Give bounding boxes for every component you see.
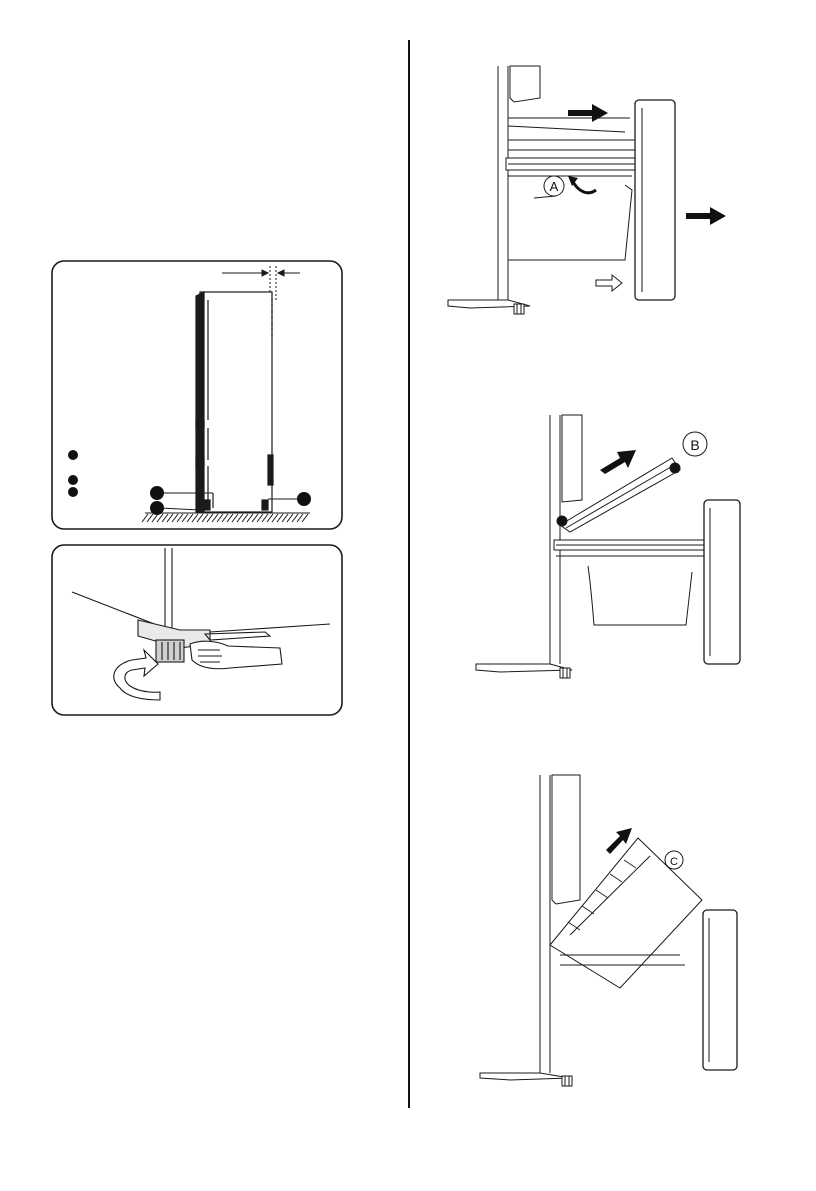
legend-dot-3 (68, 487, 78, 497)
legend-dot-2 (68, 475, 78, 485)
svg-text:C: C (670, 856, 678, 868)
callout-dot-floor (150, 501, 164, 515)
callout-c: C (665, 851, 683, 869)
arrow-up-right-icon (600, 450, 636, 474)
legend-dot-1 (68, 450, 78, 460)
right-column-figures: A B (410, 0, 816, 1191)
svg-text:A: A (550, 179, 559, 194)
callout-b: B (683, 432, 707, 456)
left-column-figures (0, 0, 408, 1191)
outline-arrow-icon (596, 275, 622, 291)
fridge-side-profile (196, 292, 273, 512)
curved-arrow-icon (572, 180, 596, 193)
svg-text:B: B (690, 437, 699, 453)
arrow-right-icon (568, 104, 608, 122)
callout-dot-rear (297, 492, 311, 506)
callout-a: A (544, 176, 564, 196)
callout-dot-foot (150, 486, 164, 500)
figure-basket-removal (480, 775, 737, 1086)
arrow-right-icon (686, 207, 726, 225)
